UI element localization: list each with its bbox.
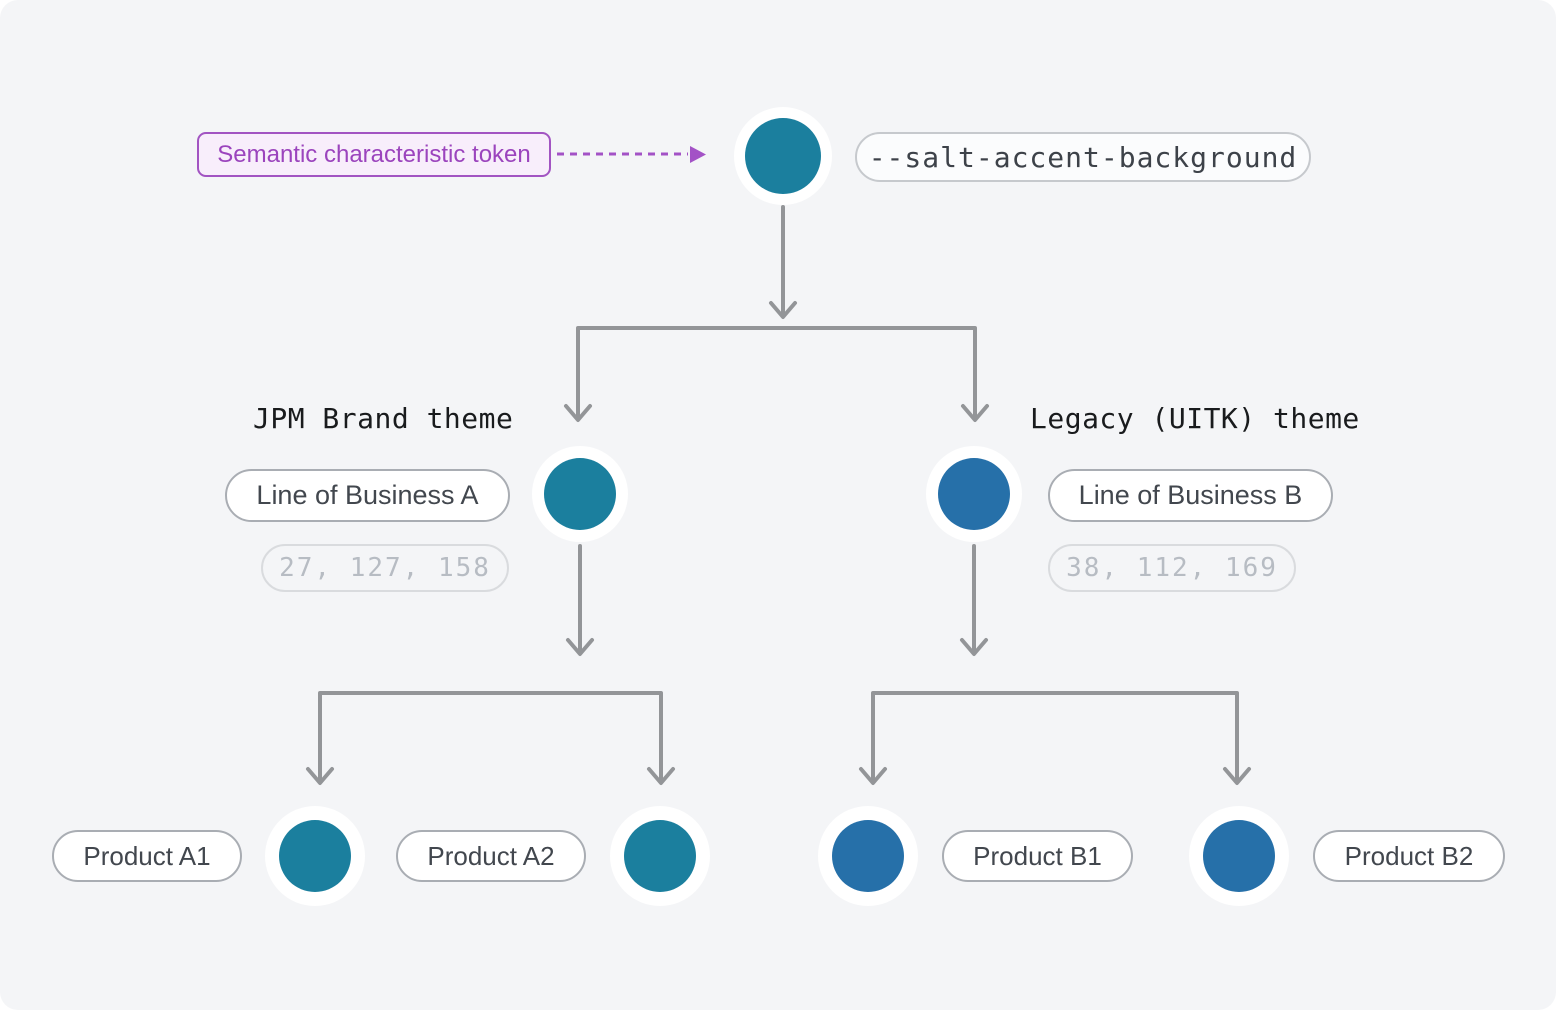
accent-color-swatch-b2 — [1203, 820, 1275, 892]
root-token-pill: --salt-accent-background — [855, 132, 1311, 182]
lob-b-color-node — [926, 446, 1022, 542]
arrowhead-lv2a — [566, 638, 594, 656]
accent-color-swatch-a2 — [624, 820, 696, 892]
arrowhead-b1 — [859, 767, 887, 785]
arrowhead-b2 — [1223, 767, 1251, 785]
product-a2-pill: Product A2 — [396, 830, 586, 882]
theme-label-legacy-uitk: Legacy (UITK) theme — [1030, 402, 1360, 435]
accent-color-swatch-b1 — [832, 820, 904, 892]
arrowhead-a2 — [647, 767, 675, 785]
annotation-arrowhead-icon — [690, 146, 706, 163]
rgb-value-b-pill: 38, 112, 169 — [1048, 544, 1296, 592]
split-level1 — [576, 326, 977, 418]
split-right — [871, 691, 1239, 781]
lob-a-color-node — [532, 446, 628, 542]
arrowhead-root — [769, 301, 797, 319]
arrowhead-a1 — [306, 767, 334, 785]
product-a1-pill: Product A1 — [52, 830, 242, 882]
theme-label-jpm-brand: JPM Brand theme — [253, 402, 514, 435]
accent-color-swatch-lob-b — [938, 458, 1010, 530]
annotation-label: Semantic characteristic token — [197, 132, 551, 177]
product-b2-pill: Product B2 — [1313, 830, 1505, 882]
product-a2-color-node — [610, 806, 710, 906]
accent-color-swatch-lob-a — [544, 458, 616, 530]
arrowhead-lv1-left — [564, 404, 592, 422]
split-left — [318, 691, 663, 781]
line-of-business-b-pill: Line of Business B — [1048, 469, 1333, 522]
product-a1-color-node — [265, 806, 365, 906]
accent-color-swatch-root — [745, 118, 821, 194]
arrowhead-lv1-right — [961, 404, 989, 422]
product-b1-pill: Product B1 — [942, 830, 1133, 882]
product-b2-color-node — [1189, 806, 1289, 906]
rgb-value-a-pill: 27, 127, 158 — [261, 544, 509, 592]
arrowhead-lv2b — [960, 638, 988, 656]
root-token-node — [734, 107, 832, 205]
accent-color-swatch-a1 — [279, 820, 351, 892]
line-of-business-a-pill: Line of Business A — [225, 469, 510, 522]
product-b1-color-node — [818, 806, 918, 906]
